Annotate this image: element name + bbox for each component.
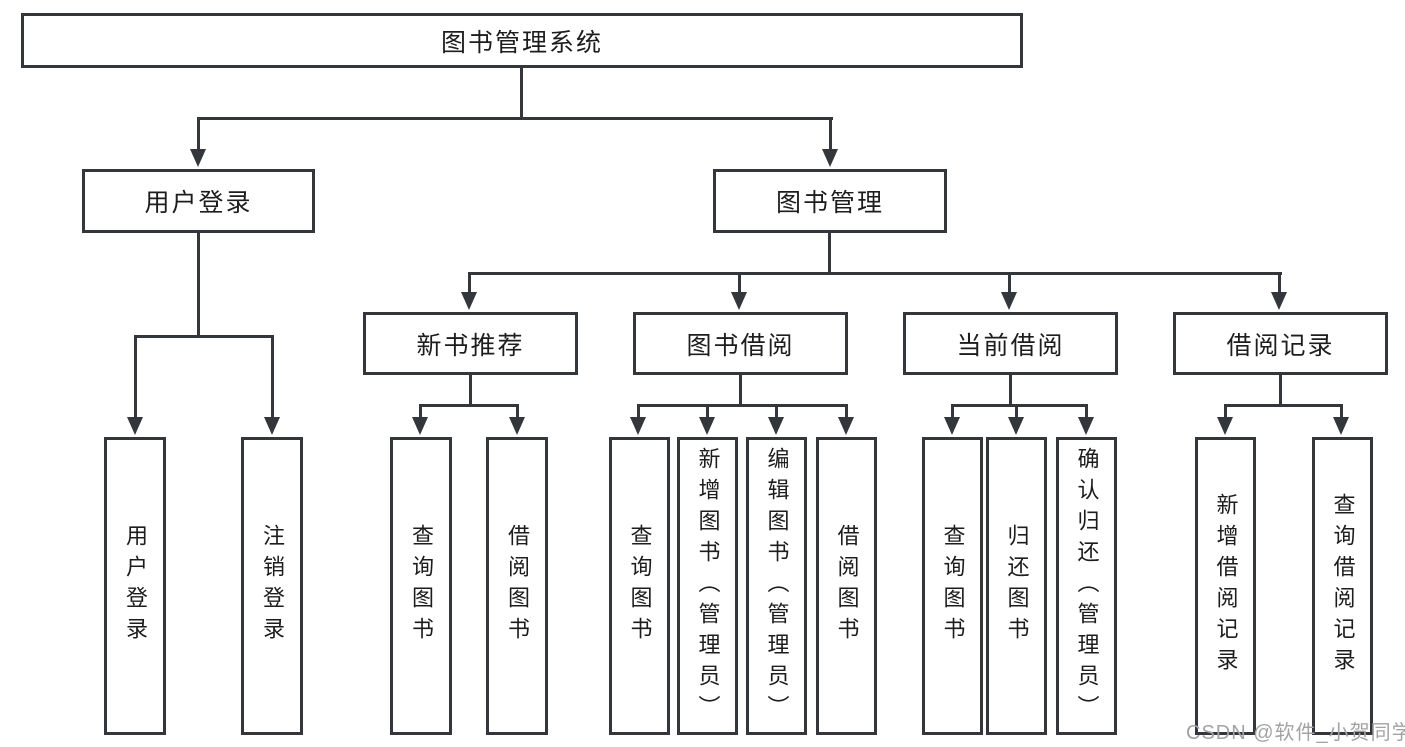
connector-line [1015, 404, 1018, 420]
arrowhead-down-icon [699, 417, 715, 435]
node-user-login: 用户登录 [82, 169, 315, 233]
connector-line [637, 404, 640, 420]
arrowhead-down-icon [190, 149, 206, 167]
arrowhead-down-icon [1078, 417, 1094, 435]
leaf-label: 查询借阅记录 [1330, 493, 1356, 679]
connector-line [951, 404, 954, 420]
connector-line [197, 117, 200, 153]
arrowhead-down-icon [1008, 417, 1024, 435]
leaf-query-books-current: 查询图书 [922, 437, 983, 735]
arrowhead-down-icon [1271, 292, 1287, 310]
arrowhead-down-icon [1333, 417, 1349, 435]
connector-line [1009, 375, 1012, 407]
leaf-query-books-borrow: 查询图书 [609, 437, 670, 735]
connector-line [468, 272, 471, 294]
connector-line [845, 404, 848, 420]
arrowhead-down-icon [509, 417, 525, 435]
leaf-label: 新增图书（管理员） [695, 446, 721, 726]
connector-line [738, 272, 741, 294]
leaf-label: 借阅图书 [834, 524, 860, 648]
leaf-confirm-return-admin: 确认归还（管理员） [1056, 437, 1117, 735]
connector-line [1224, 404, 1343, 407]
leaf-label: 编辑图书（管理员） [764, 446, 790, 726]
arrowhead-down-icon [264, 417, 280, 435]
leaf-query-books-recommend: 查询图书 [390, 437, 452, 735]
connector-line [706, 404, 709, 420]
arrowhead-down-icon [127, 417, 143, 435]
connector-line [419, 404, 422, 420]
connector-line [828, 233, 831, 274]
connector-line [1008, 272, 1011, 294]
arrowhead-down-icon [944, 417, 960, 435]
node-new-book-recommendation: 新书推荐 [363, 312, 578, 375]
node-book-borrowing: 图书借阅 [633, 312, 848, 375]
connector-line [134, 335, 137, 419]
leaf-label: 查询图书 [627, 524, 653, 648]
arrowhead-down-icon [822, 149, 838, 167]
arrowhead-down-icon [768, 417, 784, 435]
connector-line [419, 404, 519, 407]
node-current-borrowing: 当前借阅 [903, 312, 1118, 375]
connector-line [829, 117, 832, 153]
connector-line [468, 272, 1282, 275]
node-library-management-system: 图书管理系统 [21, 13, 1023, 68]
leaf-label: 确认归还（管理员） [1074, 446, 1100, 726]
leaf-label: 新增借阅记录 [1213, 493, 1239, 679]
connector-line [197, 233, 200, 337]
leaf-label: 查询图书 [940, 524, 966, 648]
leaf-query-borrow-record: 查询借阅记录 [1312, 437, 1373, 735]
connector-line [469, 375, 472, 407]
leaf-user-login: 用户登录 [104, 437, 166, 735]
leaf-edit-book-admin: 编辑图书（管理员） [746, 437, 807, 735]
connector-line [1279, 375, 1282, 407]
connector-line [951, 404, 1088, 407]
connector-line [516, 404, 519, 420]
connector-line [739, 375, 742, 407]
leaf-label: 归还图书 [1004, 524, 1030, 648]
connector-line [1278, 272, 1281, 294]
connector-line [775, 404, 778, 420]
connector-line [520, 68, 523, 119]
leaf-label: 用户登录 [123, 524, 148, 648]
connector-line [134, 335, 274, 338]
leaf-label: 借阅图书 [505, 524, 530, 648]
csdn-watermark: CSDN @软件_小贺同学 [1186, 722, 1405, 744]
leaf-return-books: 归还图书 [986, 437, 1047, 735]
connector-line [1224, 404, 1227, 420]
arrowhead-down-icon [630, 417, 646, 435]
connector-line [197, 117, 833, 120]
leaf-borrow-books: 借阅图书 [816, 437, 877, 735]
connector-line [637, 404, 848, 407]
node-book-management: 图书管理 [713, 169, 947, 233]
leaf-label: 注销登录 [260, 524, 285, 648]
leaf-logout: 注销登录 [241, 437, 303, 735]
arrowhead-down-icon [731, 292, 747, 310]
leaf-label: 查询图书 [409, 524, 434, 648]
connector-line [1340, 404, 1343, 420]
leaf-borrow-books-recommend: 借阅图书 [486, 437, 548, 735]
connector-line [1085, 404, 1088, 420]
arrowhead-down-icon [1001, 292, 1017, 310]
connector-line [271, 335, 274, 419]
arrowhead-down-icon [1217, 417, 1233, 435]
leaf-add-borrow-record: 新增借阅记录 [1195, 437, 1256, 735]
node-borrowing-records: 借阅记录 [1173, 312, 1388, 375]
arrowhead-down-icon [461, 292, 477, 310]
leaf-add-book-admin: 新增图书（管理员） [677, 437, 738, 735]
arrowhead-down-icon [838, 417, 854, 435]
arrowhead-down-icon [412, 417, 428, 435]
